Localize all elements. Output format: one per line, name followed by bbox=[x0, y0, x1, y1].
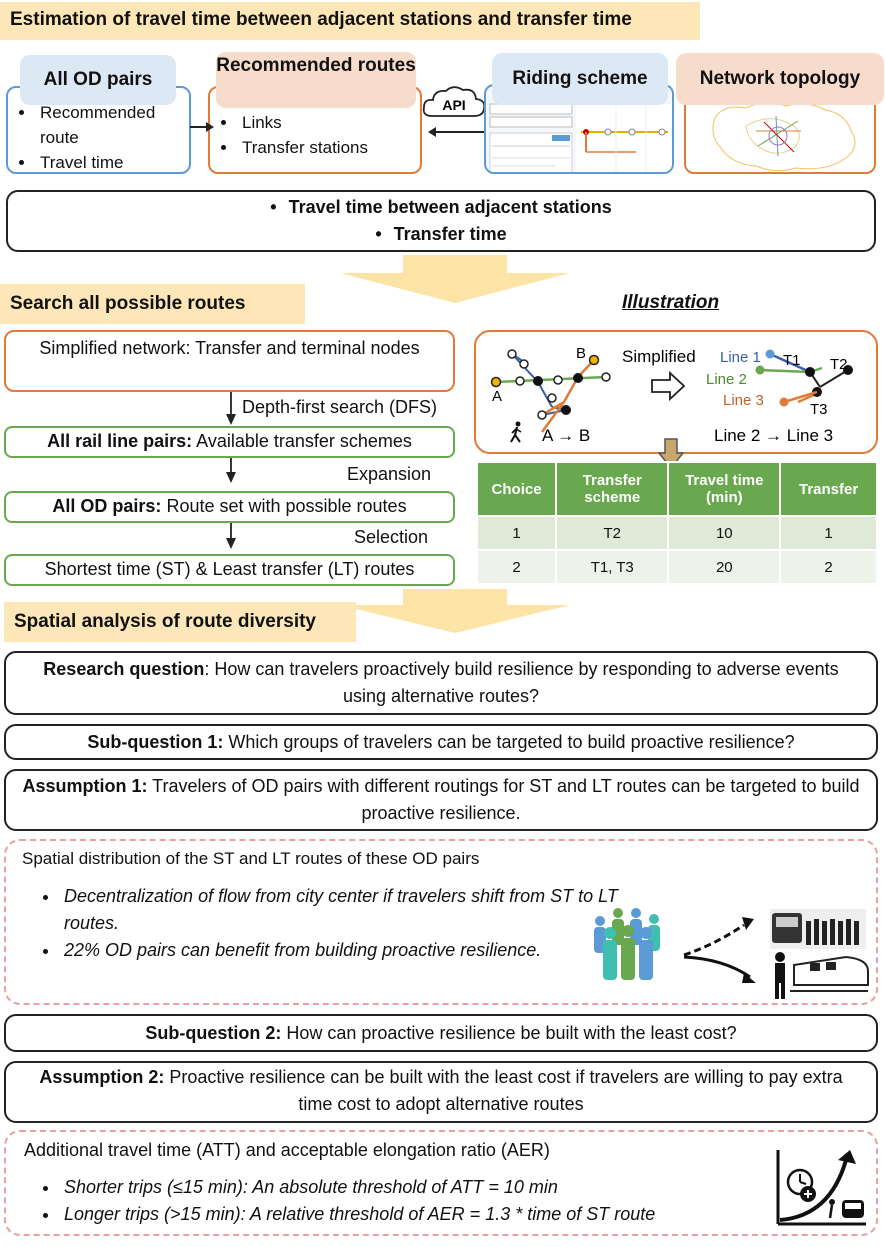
table-cell: 1 bbox=[779, 515, 878, 551]
illustration-box: A B A → B Simplified Line 1 Line 2 bbox=[474, 330, 878, 454]
table-header: Transfer bbox=[779, 461, 878, 517]
expansion-label: Expansion bbox=[347, 464, 432, 484]
att-aer-box: Additional travel time (ATT) and accepta… bbox=[4, 1130, 878, 1236]
assumption-2-box: Assumption 2: Proactive resilience can b… bbox=[4, 1061, 878, 1123]
all-od-item: Recommended route bbox=[36, 100, 189, 150]
selection-label: Selection bbox=[354, 527, 429, 547]
assumption-1-text: Travelers of OD pairs with different rou… bbox=[147, 776, 860, 823]
ab-label: A → B bbox=[542, 426, 590, 445]
section1-output-box: •Travel time between adjacent stations •… bbox=[6, 190, 876, 252]
spatial-item: Decentralization of flow from city cente… bbox=[60, 883, 640, 937]
network-topology-title: Network topology bbox=[676, 53, 884, 105]
table-cell: 2 bbox=[475, 549, 558, 585]
sub-question-1-text: Which groups of travelers can be targete… bbox=[223, 732, 795, 752]
all-od-item: Travel time bbox=[36, 150, 189, 175]
line-change-label: Line 2 → Line 3 bbox=[714, 426, 833, 445]
att-aer-title: Additional travel time (ATT) and accepta… bbox=[24, 1140, 550, 1160]
od-pairs-text: Route set with possible routes bbox=[161, 496, 407, 516]
t3-label: T3 bbox=[810, 401, 828, 418]
table-row: 1 T2 10 1 bbox=[475, 515, 878, 551]
label-a: A bbox=[492, 388, 502, 405]
assumption-1-box: Assumption 1: Travelers of OD pairs with… bbox=[4, 769, 878, 831]
output-item-text: Transfer time bbox=[393, 224, 507, 244]
flow-arrows bbox=[226, 392, 236, 549]
section3-header: Spatial analysis of route diversity bbox=[4, 602, 356, 642]
illustration-title: Illustration bbox=[622, 292, 720, 313]
api-label: API bbox=[442, 97, 465, 113]
spatial-item: 22% OD pairs can benefit from building p… bbox=[60, 937, 640, 964]
dashed-arrow-icon bbox=[742, 917, 754, 930]
recommended-item: Links bbox=[238, 110, 420, 135]
rail-line-pairs-bold: All rail line pairs: bbox=[47, 431, 193, 451]
sub-question-2-bold: Sub-question 2: bbox=[145, 1023, 282, 1043]
shortest-least-box: Shortest time (ST) & Least transfer (LT)… bbox=[4, 554, 455, 586]
output-item: •Travel time between adjacent stations bbox=[270, 197, 612, 217]
sub-question-1-bold: Sub-question 1: bbox=[87, 732, 224, 752]
big-down-arrow-icon bbox=[340, 255, 570, 303]
line2-label: Line 2 bbox=[706, 371, 747, 388]
table-cell: T1, T3 bbox=[555, 549, 670, 585]
table-cell: 2 bbox=[779, 549, 878, 585]
sub-question-2-box: Sub-question 2: How can proactive resili… bbox=[4, 1014, 878, 1052]
big-down-arrow-icon bbox=[340, 589, 570, 633]
line3-label: Line 3 bbox=[723, 392, 764, 409]
assumption-2-text: Proactive resilience can be built with t… bbox=[164, 1067, 843, 1114]
section1-arrows bbox=[190, 122, 494, 137]
crowded-train-icon bbox=[770, 909, 866, 949]
elongation-curve-icon bbox=[776, 1150, 866, 1226]
table-header: Choice bbox=[475, 461, 558, 517]
line1-label: Line 1 bbox=[720, 349, 761, 366]
riding-scheme-thumbnail-icon bbox=[489, 103, 672, 172]
rail-line-pairs-text: Available transfer schemes bbox=[192, 431, 412, 451]
assumption-1-bold: Assumption 1: bbox=[22, 776, 148, 796]
t1-label: T1 bbox=[783, 352, 801, 369]
research-question-text: : How can travelers proactively build re… bbox=[204, 659, 839, 706]
dfs-label: Depth-first search (DFS) bbox=[242, 397, 438, 417]
spatial-distribution-box: Spatial distribution of the ST and LT ro… bbox=[4, 839, 878, 1005]
hollow-arrow-icon bbox=[651, 370, 686, 402]
research-question-bold: Research question bbox=[43, 659, 205, 679]
assumption-2-bold: Assumption 2: bbox=[39, 1067, 165, 1087]
table-cell: 10 bbox=[667, 515, 782, 551]
table-header: Transfer scheme bbox=[555, 461, 670, 517]
label-b: B bbox=[576, 345, 586, 362]
output-item: •Transfer time bbox=[375, 224, 507, 244]
od-pairs-bold: All OD pairs: bbox=[52, 496, 162, 516]
research-question-box: Research question: How can travelers pro… bbox=[4, 651, 878, 715]
table-down-arrow-icon bbox=[658, 438, 684, 470]
att-item: Shorter trips (≤15 min): An absolute thr… bbox=[60, 1174, 780, 1201]
output-item-text: Travel time between adjacent stations bbox=[288, 197, 612, 217]
table-cell: T2 bbox=[555, 515, 670, 551]
simplified-network-box: Simplified network: Transfer and termina… bbox=[4, 330, 455, 392]
att-item: Longer trips (>15 min): A relative thres… bbox=[60, 1201, 780, 1228]
t2-label: T2 bbox=[830, 356, 848, 373]
walking-person-icon bbox=[510, 421, 522, 443]
recommended-item: Transfer stations bbox=[238, 135, 420, 160]
sub-question-2-text: How can proactive resilience be built wi… bbox=[281, 1023, 737, 1043]
simplified-label: Simplified bbox=[622, 347, 696, 366]
travelers-shift-graphic bbox=[594, 908, 869, 999]
table-row: 2 T1, T3 20 2 bbox=[475, 549, 878, 585]
recommended-routes-title: Recommended routes bbox=[216, 52, 416, 108]
rail-line-pairs-box: All rail line pairs: Available transfer … bbox=[4, 426, 455, 458]
riding-scheme-title: Riding scheme bbox=[492, 53, 668, 105]
solid-arrow-icon bbox=[742, 973, 756, 983]
table-header: Travel time (min) bbox=[667, 461, 782, 517]
section2-header: Search all possible routes bbox=[0, 284, 305, 324]
crowd-icon bbox=[594, 908, 660, 980]
spatial-distribution-title: Spatial distribution of the ST and LT ro… bbox=[22, 849, 480, 868]
api-cloud-icon: API bbox=[422, 86, 486, 117]
network-illustration: A B A → B Simplified Line 1 Line 2 bbox=[490, 345, 853, 445]
all-od-title: All OD pairs bbox=[20, 55, 176, 105]
sub-question-1-box: Sub-question 1: Which groups of traveler… bbox=[4, 724, 878, 760]
table-cell: 1 bbox=[475, 515, 558, 551]
routes-table: Choice Transfer scheme Travel time (min)… bbox=[475, 461, 878, 585]
section1-header: Estimation of travel time between adjace… bbox=[0, 2, 700, 40]
od-pairs-box: All OD pairs: Route set with possible ro… bbox=[4, 491, 455, 523]
train-passenger-icon bbox=[775, 952, 869, 999]
table-cell: 20 bbox=[667, 549, 782, 585]
section1-header-text: Estimation of travel time between adjace… bbox=[10, 9, 632, 30]
